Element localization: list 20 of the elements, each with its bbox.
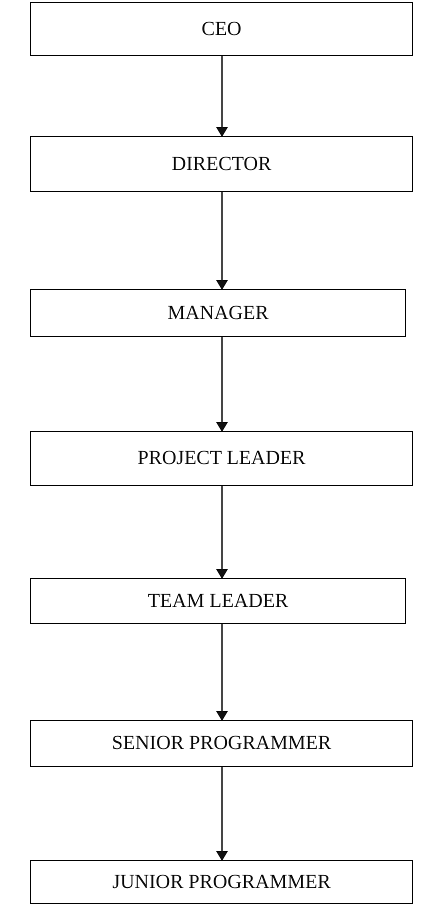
box-label: JUNIOR PROGRAMMER [112, 870, 331, 894]
process-box [30, 2, 413, 56]
box-label: PROJECT LEADER [138, 447, 306, 470]
process-box [30, 720, 413, 767]
arrow [216, 486, 228, 579]
process-box [30, 136, 413, 192]
box-label: TEAM LEADER [148, 590, 288, 612]
arrow [216, 192, 228, 290]
process-box [30, 431, 413, 486]
box-label: DIRECTOR [172, 152, 272, 176]
arrow [216, 56, 228, 137]
box-label: SENIOR PROGRAMMER [112, 732, 332, 755]
process-box [30, 860, 413, 904]
box-label: CEO [202, 18, 242, 40]
arrow [216, 624, 228, 721]
arrow [216, 337, 228, 432]
process-box [30, 578, 406, 624]
process-box [30, 289, 406, 337]
arrow [216, 767, 228, 861]
box-label: MANAGER [167, 302, 269, 324]
